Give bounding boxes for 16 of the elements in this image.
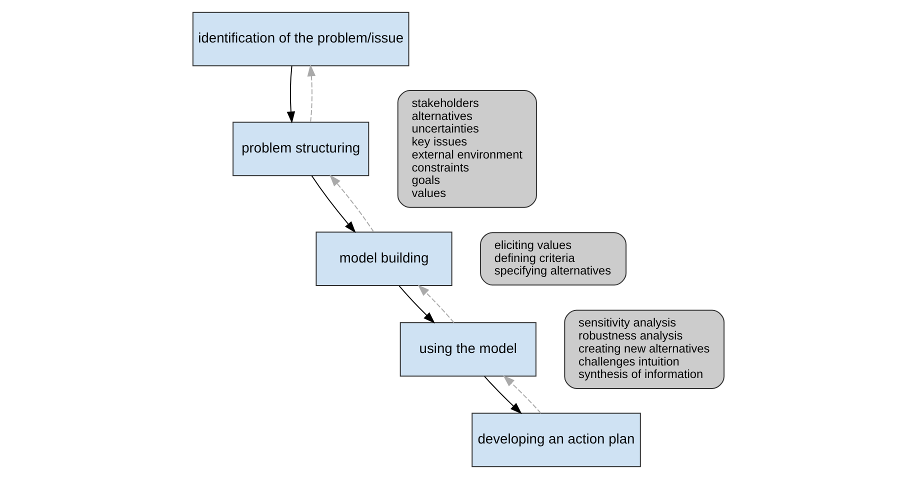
node-box: problem structuring <box>232 122 370 176</box>
arrow <box>418 284 454 324</box>
arrow <box>484 376 522 414</box>
arrow <box>503 375 542 414</box>
node-box: sensitivity analysis robustness analysis creating new alternatives challenges intuition synthesis of information <box>564 310 725 389</box>
node-box: stakeholders alternatives uncertainties key issues external environment constraints goals values <box>397 90 537 208</box>
arrow <box>286 65 296 124</box>
node-box: using the model <box>400 322 536 377</box>
node-box: identification of the problem/issue <box>192 12 410 66</box>
node-box: eliciting values defining criteria specifying alternatives <box>480 232 627 286</box>
arrow <box>307 64 316 122</box>
arrow <box>398 285 436 324</box>
node-box: developing an action plan <box>472 412 641 468</box>
arrow <box>311 175 356 233</box>
arrow <box>329 174 374 232</box>
node-box: model building <box>316 232 452 286</box>
